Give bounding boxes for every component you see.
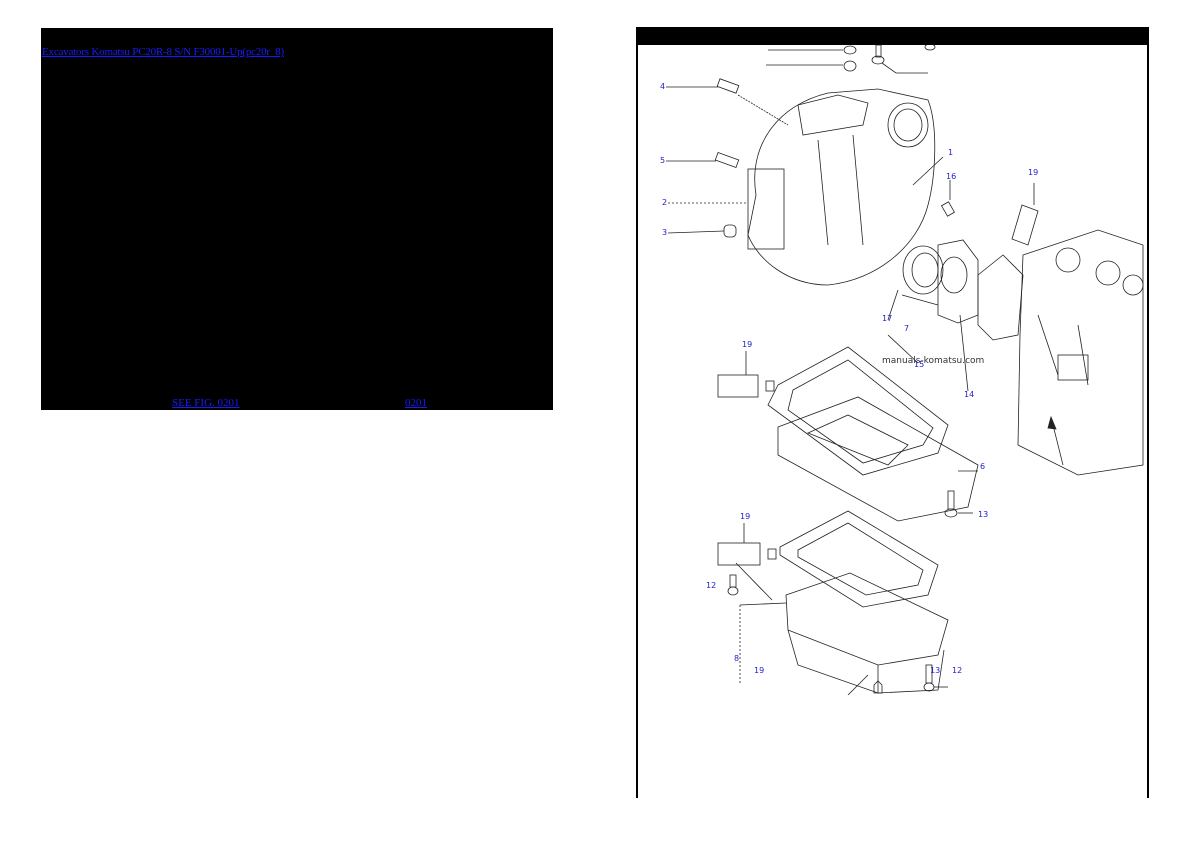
diagram-header-bar [636,27,1149,45]
watermark-text: manuals-komatsu.com [882,356,984,366]
callout-15: 15 [914,360,924,369]
callout-19-upper: 19 [742,340,752,349]
see-figure-link[interactable]: SEE FIG. 0201 [172,397,240,409]
callout-12-bottom: 12 [952,666,962,675]
callout-7: 7 [904,324,909,333]
callout-8: 8 [734,654,739,663]
callout-4: 4 [660,82,665,91]
callout-19-bottom: 19 [754,666,764,675]
parts-diagram-panel: manuals-komatsu.com 4 5 2 3 1 16 19 17 7… [636,27,1149,798]
exploded-parts-diagram: manuals-komatsu.com 4 5 2 3 1 16 19 17 7… [660,45,1144,695]
callout-19-tube: 19 [1028,168,1038,177]
callout-3: 3 [662,228,667,237]
callout-13-upper: 13 [978,510,988,519]
callout-6: 6 [980,462,985,471]
callout-1: 1 [948,148,953,157]
model-title-link[interactable]: Excavators Komatsu PC20R-8 S/N F30001-Up… [42,46,284,58]
parts-info-panel: Excavators Komatsu PC20R-8 S/N F30001-Up… [41,28,553,410]
callout-17: 17 [882,314,892,323]
callout-14: 14 [964,390,974,399]
frame-border-right [1147,45,1149,798]
callout-labels: 4 5 2 3 1 16 19 17 7 15 14 19 6 19 13 12… [660,82,1038,675]
callout-12-left: 12 [706,581,716,590]
callout-2: 2 [662,198,667,207]
callout-13-bottom: 13 [930,666,940,675]
callout-5: 5 [660,156,665,165]
frame-border-left [636,45,638,798]
callout-19-lower: 19 [740,512,750,521]
figure-number-link[interactable]: 0201 [405,397,427,409]
callout-16: 16 [946,172,956,181]
